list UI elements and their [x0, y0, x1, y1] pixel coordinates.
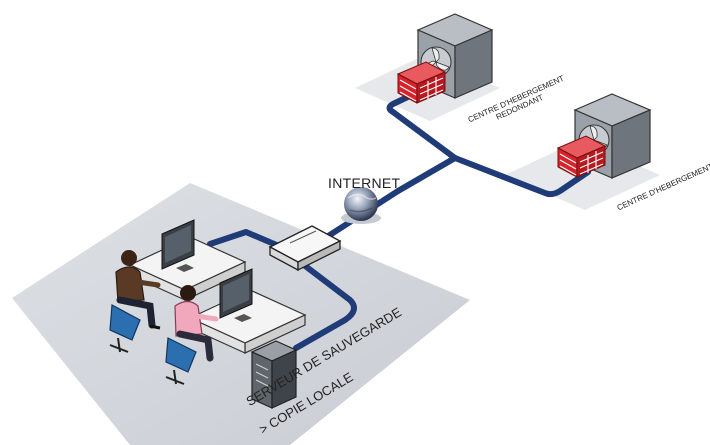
internet-label: INTERNET — [328, 175, 401, 191]
workstation-desk-back — [128, 219, 247, 301]
user-woman-icon — [165, 285, 219, 385]
cable-redundant-datacenter — [386, 89, 458, 161]
user-man-icon — [109, 250, 161, 353]
monitor-icon — [161, 219, 195, 272]
cable-datacenter — [452, 155, 591, 198]
firewall-icon — [396, 61, 447, 104]
cable-to-backup — [293, 259, 357, 351]
router-icon — [268, 225, 342, 272]
workstation-desk-front — [188, 268, 307, 354]
datacenter-server — [556, 93, 652, 179]
network-cables — [207, 89, 591, 351]
monitor-icon — [219, 268, 253, 322]
firewall-icon — [556, 135, 607, 178]
backup-server-icon — [250, 340, 298, 409]
internet-globe-icon — [341, 187, 381, 224]
datacenter-redundant-server — [396, 13, 494, 104]
cable-backbone — [395, 155, 458, 194]
